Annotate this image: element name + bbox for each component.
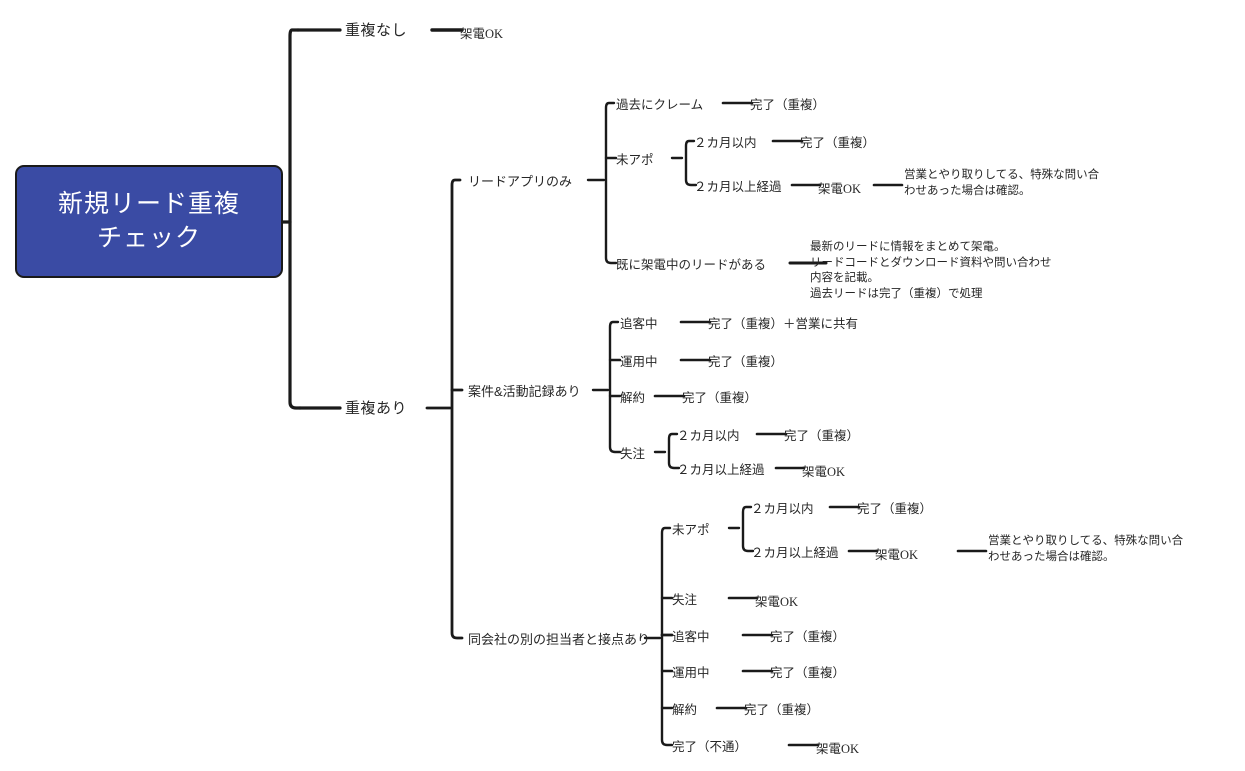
node-done-unreachable-samecompany[interactable]: 完了（不通） <box>672 740 748 754</box>
note-sales-confirm-leadapp: 営業とやり取りしてる、特殊な問い合 わせあった場合は確認。 <box>904 169 1100 197</box>
node-lost-order-samecompany[interactable]: 失注 <box>672 593 698 607</box>
leaf-call-ok-over2m-samecompany[interactable]: 架電OK <box>875 548 919 562</box>
leaf-call-ok-lost-samecompany[interactable]: 架電OK <box>755 595 799 609</box>
leaf-done-duplicate-operating-samecompany[interactable]: 完了（重複） <box>770 666 846 680</box>
leaf-done-duplicate-chasing-samecompany[interactable]: 完了（重複） <box>770 630 846 644</box>
root-node-label: 新規リード重複 チェック <box>57 189 240 252</box>
leaf-done-duplicate-share-chasing[interactable]: 完了（重複）＋営業に共有 <box>708 317 859 331</box>
leaf-done-duplicate-within2m-leadapp[interactable]: 完了（重複） <box>800 136 876 150</box>
leaf-done-duplicate-within2m-lost[interactable]: 完了（重複） <box>784 429 860 443</box>
node-has-duplicate[interactable]: 重複あり <box>345 400 408 417</box>
root-node[interactable]: 新規リード重複 チェック <box>15 165 283 278</box>
node-cancelled-deal[interactable]: 解約 <box>620 391 646 405</box>
node-no-appointment-samecompany[interactable]: 未アポ <box>672 523 710 537</box>
node-no-appointment-leadapp[interactable]: 未アポ <box>616 153 654 167</box>
node-within-2-months-lost[interactable]: ２カ月以内 <box>677 429 740 443</box>
node-cancelled-samecompany[interactable]: 解約 <box>672 703 698 717</box>
node-within-2-months-samecompany[interactable]: ２カ月以内 <box>751 502 814 516</box>
node-operating-samecompany[interactable]: 運用中 <box>672 666 710 680</box>
node-over-2-months-leadapp[interactable]: ２カ月以上経過 <box>694 180 782 194</box>
note-already-calling-lead: 最新のリードに情報をまとめて架電。 リードコードとダウンロード資料や問い合わせ … <box>810 241 1052 300</box>
leaf-done-duplicate-cancelled-samecompany[interactable]: 完了（重複） <box>744 703 820 717</box>
node-lead-app-only[interactable]: リードアプリのみ <box>468 174 573 189</box>
node-same-company-other-contact[interactable]: 同会社の別の担当者と接点あり <box>468 632 651 647</box>
leaf-done-duplicate-operating[interactable]: 完了（重複） <box>708 355 784 369</box>
leaf-done-duplicate-within2m-samecompany[interactable]: 完了（重複） <box>857 502 933 516</box>
node-within-2-months-leadapp[interactable]: ２カ月以内 <box>694 136 757 150</box>
node-chasing-deal[interactable]: 追客中 <box>620 317 658 331</box>
leaf-call-ok-unreachable-samecompany[interactable]: 架電OK <box>816 742 860 756</box>
leaf-call-ok-no-duplicate[interactable]: 架電OK <box>460 27 504 41</box>
leaf-done-duplicate-cancelled[interactable]: 完了（重複） <box>682 391 758 405</box>
node-no-duplicate[interactable]: 重複なし <box>345 22 408 39</box>
node-past-claim[interactable]: 過去にクレーム <box>616 98 704 112</box>
node-lost-order-deal[interactable]: 失注 <box>620 447 646 461</box>
node-operating-deal[interactable]: 運用中 <box>620 355 658 369</box>
node-deal-and-activity[interactable]: 案件&活動記録あり <box>468 384 581 399</box>
node-over-2-months-lost[interactable]: ２カ月以上経過 <box>677 463 765 477</box>
node-chasing-samecompany[interactable]: 追客中 <box>672 630 710 644</box>
leaf-call-ok-over2m-leadapp[interactable]: 架電OK <box>818 182 862 196</box>
node-already-calling-lead[interactable]: 既に架電中のリードがある <box>616 258 767 272</box>
leaf-done-duplicate-past-claim[interactable]: 完了（重複） <box>750 98 826 112</box>
leaf-call-ok-over2m-lost[interactable]: 架電OK <box>802 465 846 479</box>
node-over-2-months-samecompany[interactable]: ２カ月以上経過 <box>751 546 839 560</box>
note-sales-confirm-samecompany: 営業とやり取りしてる、特殊な問い合 わせあった場合は確認。 <box>988 535 1184 563</box>
